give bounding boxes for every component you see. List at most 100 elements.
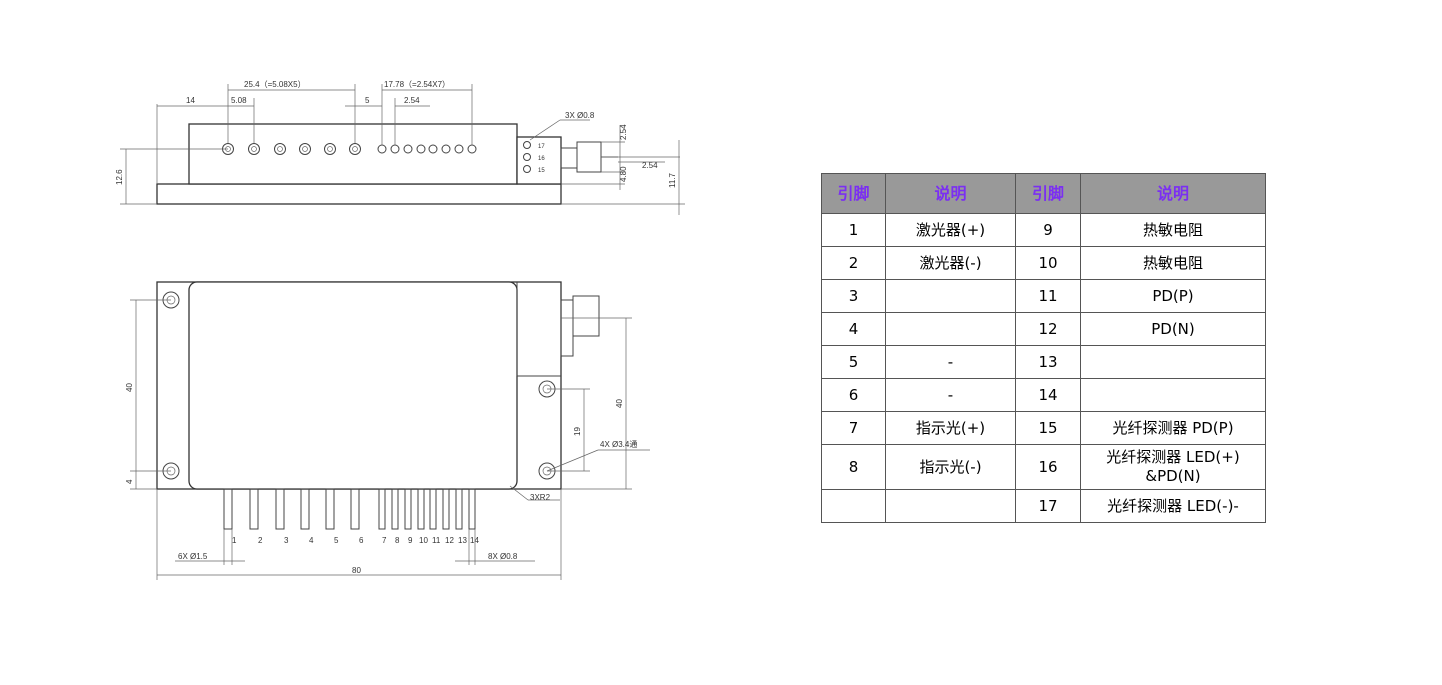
- pin-definition-table: 引脚 说明 引脚 说明 1 激光器(+) 9 热敏电阻 2 激光器(-) 10 …: [821, 173, 1266, 523]
- pin-number: 10: [419, 536, 428, 545]
- dim-8x-d0-8: 8X Ø0.8: [488, 552, 518, 561]
- pin-number: 7: [382, 536, 387, 545]
- module-lid: [188, 281, 518, 490]
- table-cell: 4: [821, 312, 886, 346]
- table-cell: 9: [1015, 213, 1081, 247]
- table-cell: PD(N): [1080, 312, 1266, 346]
- pin-16-label: 16: [538, 156, 545, 162]
- pin-number: 5: [334, 536, 339, 545]
- base-plate: [156, 183, 562, 205]
- dim-17-78: 17.78（=2.54X7）: [384, 80, 450, 89]
- table-cell: 激光器(-): [885, 246, 1016, 280]
- plan-pins: [223, 488, 476, 530]
- table-row: 1 激光器(+) 9 热敏电阻: [821, 213, 1266, 247]
- pin-number: 13: [458, 536, 467, 545]
- pin-number: 2: [258, 536, 263, 545]
- dim-5-08: 5.08: [231, 96, 247, 105]
- table-cell: 16: [1015, 444, 1081, 490]
- dim-12-6: 12.6: [115, 169, 124, 185]
- table-cell: 指示光(-): [885, 444, 1016, 490]
- table-cell: 光纤探测器 PD(P): [1080, 411, 1266, 445]
- table-cell: [885, 279, 1016, 313]
- dim-2-54-vertical: 2.54: [619, 124, 628, 140]
- table-cell: 5: [821, 345, 886, 379]
- pin-number: 1: [232, 536, 237, 545]
- dim-3x-d08: 3X Ø0.8: [565, 111, 595, 120]
- table-cell: [885, 312, 1016, 346]
- table-cell: 10: [1015, 246, 1081, 280]
- table-cell: 激光器(+): [885, 213, 1016, 247]
- table-cell: 8: [821, 444, 886, 490]
- table-row: 6 - 14: [821, 378, 1266, 412]
- table-cell: 热敏电阻: [1080, 246, 1266, 280]
- pin-number: 9: [408, 536, 413, 545]
- plan-pin-numbers: 1 2 3 4 5 6 7 8 9 10 11 12 13 14: [232, 536, 479, 545]
- dim-4-80: 4.80: [619, 166, 628, 182]
- dim-3xr2: 3XR2: [530, 493, 551, 502]
- pin-number: 3: [284, 536, 289, 545]
- plan-view: 1 2 3 4 5 6 7 8 9 10 11 12 13 14: [125, 281, 650, 580]
- fiber-connector-nut: [560, 147, 578, 169]
- table-row: 17 光纤探测器 LED(-)-: [821, 489, 1266, 523]
- fiber-connector-body: [576, 141, 602, 173]
- dim-2-54-right: 2.54: [642, 161, 658, 170]
- table-cell: [821, 489, 886, 523]
- table-cell: 3: [821, 279, 886, 313]
- table-row: 2 激光器(-) 10 热敏电阻: [821, 246, 1266, 280]
- dim-25-4: 25.4（=5.08X5）: [244, 80, 306, 89]
- table-cell: 12: [1015, 312, 1081, 346]
- table-cell: 6: [821, 378, 886, 412]
- header-pin: 引脚: [821, 173, 886, 214]
- table-cell: [1080, 345, 1266, 379]
- dim-14: 14: [186, 96, 195, 105]
- dim-4x-d3-4: 4X Ø3.4通: [600, 439, 637, 449]
- dim-5: 5: [365, 96, 370, 105]
- dim-19: 19: [573, 427, 582, 436]
- table-row: 5 - 13: [821, 345, 1266, 379]
- table-cell: 指示光(+): [885, 411, 1016, 445]
- dim-40-left: 40: [125, 383, 134, 392]
- table-row: 8 指示光(-) 16 光纤探测器 LED(+) &PD(N): [821, 444, 1266, 490]
- dim-40-right: 40: [615, 399, 624, 408]
- table-row: 3 11 PD(P): [821, 279, 1266, 313]
- table-cell: -: [885, 345, 1016, 379]
- table-header-row: 引脚 说明 引脚 说明: [821, 173, 1266, 214]
- table-cell: 17: [1015, 489, 1081, 523]
- pin-number: 12: [445, 536, 454, 545]
- table-cell: 15: [1015, 411, 1081, 445]
- side-view: 25.4（=5.08X5） 17.78（=2.54X7） 14 5.08 5 2…: [115, 80, 685, 215]
- fiber-connector-block: [516, 136, 562, 185]
- table-cell: 14: [1015, 378, 1081, 412]
- table-cell: PD(P): [1080, 279, 1266, 313]
- pin-number: 6: [359, 536, 364, 545]
- pin-number: 8: [395, 536, 400, 545]
- header-pin: 引脚: [1015, 173, 1081, 214]
- table-cell: [885, 489, 1016, 523]
- pin-15-label: 15: [538, 168, 545, 174]
- table-row: 4 12 PD(N): [821, 312, 1266, 346]
- pin-17-label: 17: [538, 144, 545, 150]
- table-cell: [1080, 378, 1266, 412]
- dim-2-54-top: 2.54: [404, 96, 420, 105]
- table-cell: 2: [821, 246, 886, 280]
- dim-4: 4: [125, 479, 134, 484]
- dim-80: 80: [352, 566, 361, 575]
- header-description: 说明: [885, 173, 1016, 214]
- side-pins: [222, 141, 531, 173]
- table-cell: 11: [1015, 279, 1081, 313]
- table-cell: -: [885, 378, 1016, 412]
- table-cell: 光纤探测器 LED(-)-: [1080, 489, 1266, 523]
- pin-number: 11: [432, 536, 441, 545]
- table-row: 7 指示光(+) 15 光纤探测器 PD(P): [821, 411, 1266, 445]
- side-connector: [572, 295, 600, 337]
- pin-number: 4: [309, 536, 314, 545]
- dim-6x-d1-5: 6X Ø1.5: [178, 552, 208, 561]
- table-cell: 热敏电阻: [1080, 213, 1266, 247]
- side-connector-base: [560, 299, 574, 357]
- table-cell: 光纤探测器 LED(+) &PD(N): [1080, 444, 1266, 490]
- dim-11-7: 11.7: [668, 172, 677, 188]
- header-description: 说明: [1080, 173, 1266, 214]
- table-cell: 7: [821, 411, 886, 445]
- table-cell: 13: [1015, 345, 1081, 379]
